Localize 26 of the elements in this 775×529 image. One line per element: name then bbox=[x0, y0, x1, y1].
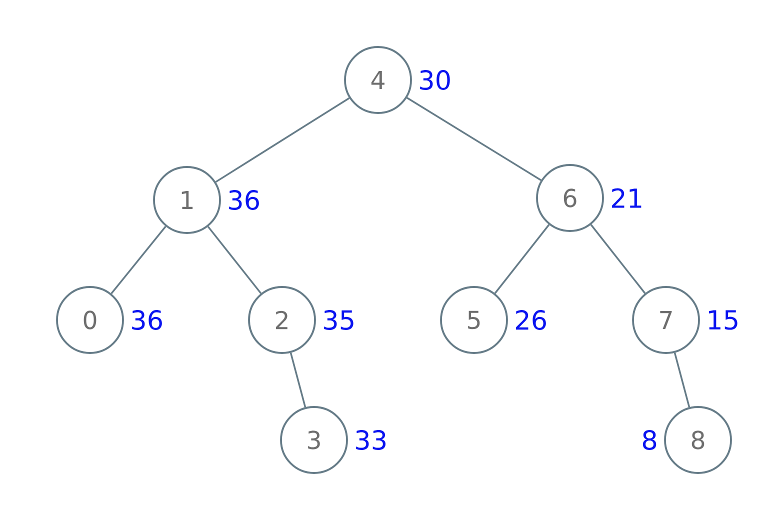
value-label: 36 bbox=[132, 310, 162, 330]
value-label: 15 bbox=[708, 310, 738, 330]
value-label: 26 bbox=[516, 310, 546, 330]
value-label: 36 bbox=[229, 190, 259, 210]
value-label: 21 bbox=[612, 188, 642, 208]
tree-node: 3 bbox=[280, 406, 348, 474]
tree-node: 2 bbox=[248, 286, 316, 354]
tree-node: 4 bbox=[344, 46, 412, 114]
tree-node: 1 bbox=[153, 166, 221, 234]
tree-edge bbox=[110, 226, 166, 294]
value-label: 8 bbox=[642, 430, 656, 450]
tree-edge bbox=[406, 97, 542, 181]
tree-edge bbox=[207, 226, 262, 294]
tree-edge bbox=[674, 352, 690, 408]
tree-node: 5 bbox=[440, 286, 508, 354]
tree-node: 0 bbox=[56, 286, 124, 354]
tree-edge bbox=[215, 97, 350, 183]
tree-node: 7 bbox=[632, 286, 700, 354]
value-label: 33 bbox=[356, 430, 386, 450]
tree-edge bbox=[290, 352, 306, 408]
tree-node: 8 bbox=[664, 406, 732, 474]
value-label: 30 bbox=[420, 70, 450, 90]
value-label: 35 bbox=[324, 310, 354, 330]
tree-node: 6 bbox=[536, 164, 604, 232]
tree-edge bbox=[590, 224, 646, 294]
tree-edge bbox=[494, 224, 550, 294]
